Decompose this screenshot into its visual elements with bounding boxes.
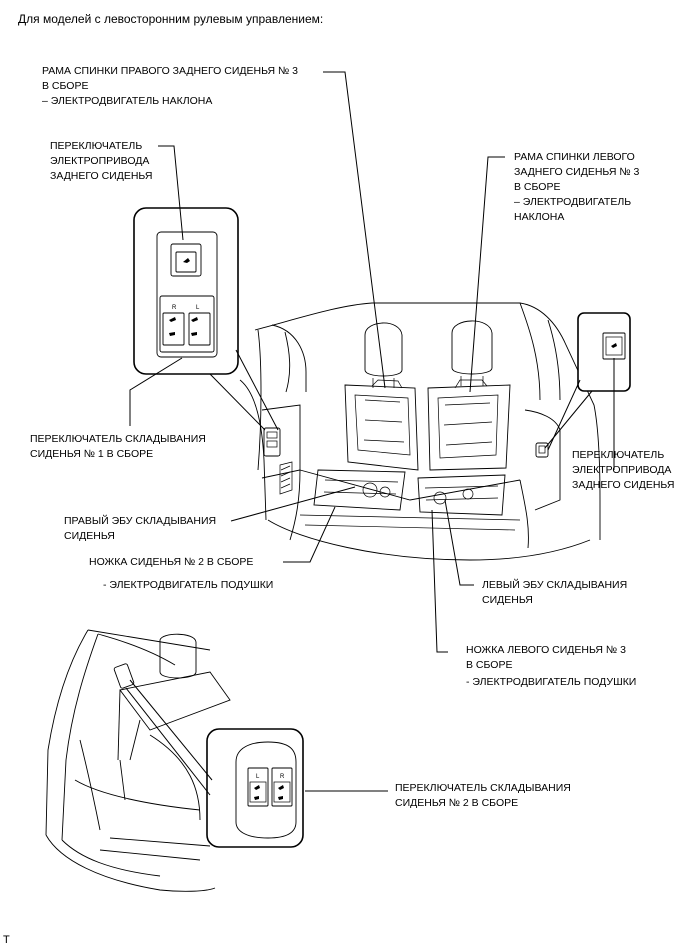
label-rr-seatback-frame: РАМА СПИНКИ ПРАВОГО ЗАДНЕГО СИДЕНЬЯ № 3 … [42, 65, 299, 92]
label-fold-switch-1: ПЕРЕКЛЮЧАТЕЛЬ СКЛАДЫВАНИЯ СИДЕНЬЯ № 1 В … [30, 433, 206, 460]
label-rr-seatback-motor: – ЭЛЕКТРОДВИГАТЕЛЬ НАКЛОНА [42, 95, 213, 107]
label-left-seat-leg-3-motor: - ЭЛЕКТРОДВИГАТЕЛЬ ПОДУШКИ [466, 676, 637, 688]
callout-box-fold-switch-1 [133, 207, 239, 375]
diagram-header: Для моделей с левосторонним рулевым упра… [18, 12, 324, 26]
lower-vehicle-outline [45, 629, 231, 892]
callout-box-rear-switch-right [577, 312, 631, 392]
footer-mark: T [3, 934, 10, 946]
label-rear-power-seat-switch-right: ПЕРЕКЛЮЧАТЕЛЬ ЭЛЕКТРОПРИВОДА ЗАДНЕГО СИД… [572, 449, 675, 491]
label-left-seat-leg-3: НОЖКА ЛЕВОГО СИДЕНЬЯ № 3 В СБОРЕ [466, 644, 626, 671]
switch-mark-l-1: L [196, 305, 200, 311]
label-lr-seatback-frame: РАМА СПИНКИ ЛЕВОГО ЗАДНЕГО СИДЕНЬЯ № 3 В… [514, 151, 640, 193]
trim-switch-right [535, 442, 549, 458]
label-rear-power-seat-switch-left: ПЕРЕКЛЮЧАТЕЛЬ ЭЛЕКТРОПРИВОДА ЗАДНЕГО СИД… [50, 140, 153, 182]
label-seat-leg-2: НОЖКА СИДЕНЬЯ № 2 В СБОРЕ [89, 556, 254, 568]
leader-lines [125, 71, 615, 796]
cargo-area-outline [239, 302, 601, 561]
switch-mark-r-1: R [172, 305, 177, 311]
label-seat-leg-2-motor: - ЭЛЕКТРОДВИГАТЕЛЬ ПОДУШКИ [103, 579, 274, 591]
label-left-fold-ecu: ЛЕВЫЙ ЭБУ СКЛАДЫВАНИЯ СИДЕНЬЯ [482, 579, 628, 606]
label-fold-switch-2: ПЕРЕКЛЮЧАТЕЛЬ СКЛАДЫВАНИЯ СИДЕНЬЯ № 2 В … [395, 782, 571, 809]
switch-mark-l-2: L [256, 774, 260, 780]
trim-switch-left [263, 427, 281, 457]
label-lr-seatback-motor: – ЭЛЕКТРОДВИГАТЕЛЬ НАКЛОНА [514, 196, 632, 223]
rear-seats [299, 320, 521, 531]
label-right-fold-ecu: ПРАВЫЙ ЭБУ СКЛАДЫВАНИЯ СИДЕНЬЯ [64, 515, 217, 542]
switch-mark-r-2: R [280, 774, 285, 780]
callout-box-fold-switch-2 [206, 728, 304, 848]
